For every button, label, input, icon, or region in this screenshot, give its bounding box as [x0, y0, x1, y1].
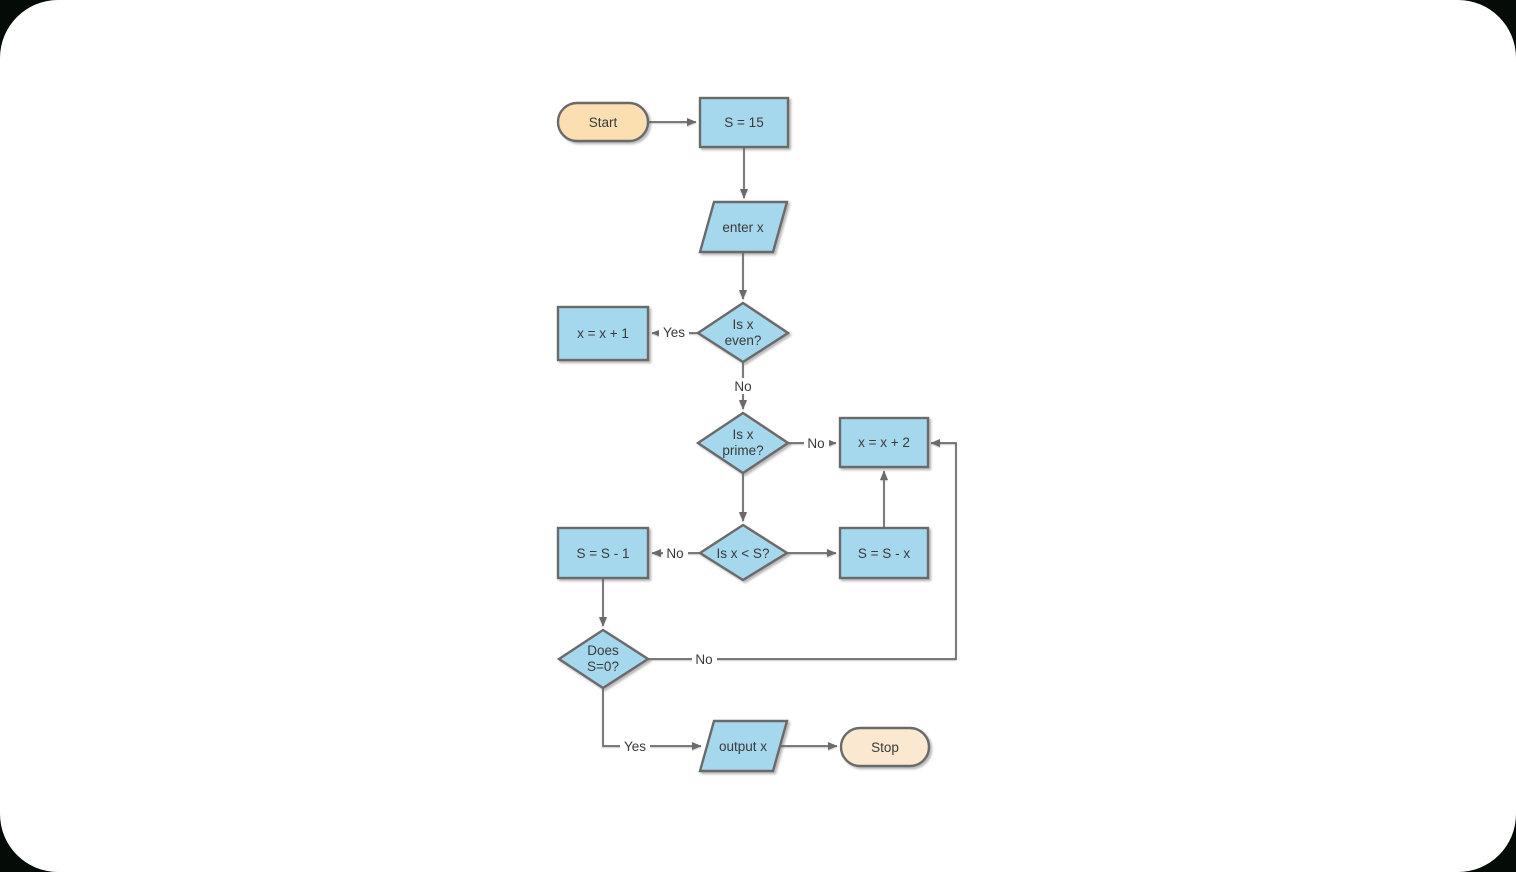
io-enter-x	[698, 200, 789, 254]
decision-is-x-prime-label-line1: Is x	[732, 427, 753, 442]
decision-does-s-equal-0-label-line1: Does	[587, 643, 619, 658]
process-s-minus-x-label: S = S - x	[858, 546, 910, 561]
process-x-plus-2	[838, 416, 930, 469]
process-s-minus-x	[838, 526, 930, 580]
io-enter-x-label: enter x	[722, 220, 764, 235]
process-x-plus-1	[556, 305, 650, 362]
io-output-x	[698, 719, 789, 773]
edge-does-s0-no-loop-to-x-plus-2	[648, 439, 957, 660]
terminator-start	[556, 101, 650, 143]
edge-label-bg	[692, 651, 717, 667]
decision-is-x-prime-label-line2: prime?	[722, 443, 763, 458]
edge-label-bg	[659, 324, 689, 340]
decision-is-x-prime	[695, 411, 791, 475]
edge-label-bg	[663, 545, 688, 561]
connectors	[599, 118, 957, 750]
io-output-x-label: output x	[719, 739, 767, 754]
edge-label-bg	[804, 435, 829, 451]
decision-is-x-even-label-line1: Is x	[732, 317, 753, 332]
decision-does-s-equal-0-label-line2: S=0?	[587, 659, 619, 674]
process-s-minus-1	[556, 526, 650, 580]
process-set-s	[698, 96, 790, 149]
decision-is-x-less-than-s-label: Is x < S?	[717, 546, 770, 561]
edge-label-even-no: No	[734, 379, 751, 394]
edge-label-prime-no: No	[807, 436, 824, 451]
process-x-plus-2-label: x = x + 2	[858, 435, 910, 450]
decision-is-x-even	[695, 301, 791, 364]
nodes: Start S = 15 enter x Is x even? x = x + …	[556, 96, 931, 773]
edge-label-bg	[620, 738, 650, 754]
decision-does-s-equal-0	[556, 628, 651, 690]
terminator-stop-label: Stop	[871, 740, 899, 755]
process-s-minus-1-label: S = S - 1	[577, 546, 630, 561]
edge-label-less-no: No	[666, 546, 683, 561]
edge-label-s0-no: No	[695, 652, 712, 667]
edge-label-bg	[731, 378, 756, 394]
edge-label-s0-yes: Yes	[624, 739, 646, 754]
terminator-start-label: Start	[589, 115, 618, 130]
decision-is-x-even-label-line2: even?	[725, 333, 762, 348]
edge-label-even-yes: Yes	[663, 325, 685, 340]
terminator-stop	[839, 726, 931, 768]
edge-labels: Yes No No No No Yes	[620, 324, 829, 754]
decision-is-x-less-than-s	[697, 523, 790, 582]
process-x-plus-1-label: x = x + 1	[577, 326, 629, 341]
process-set-s-label: S = 15	[724, 115, 763, 130]
edge-does-s0-yes-to-output-x	[602, 688, 702, 750]
